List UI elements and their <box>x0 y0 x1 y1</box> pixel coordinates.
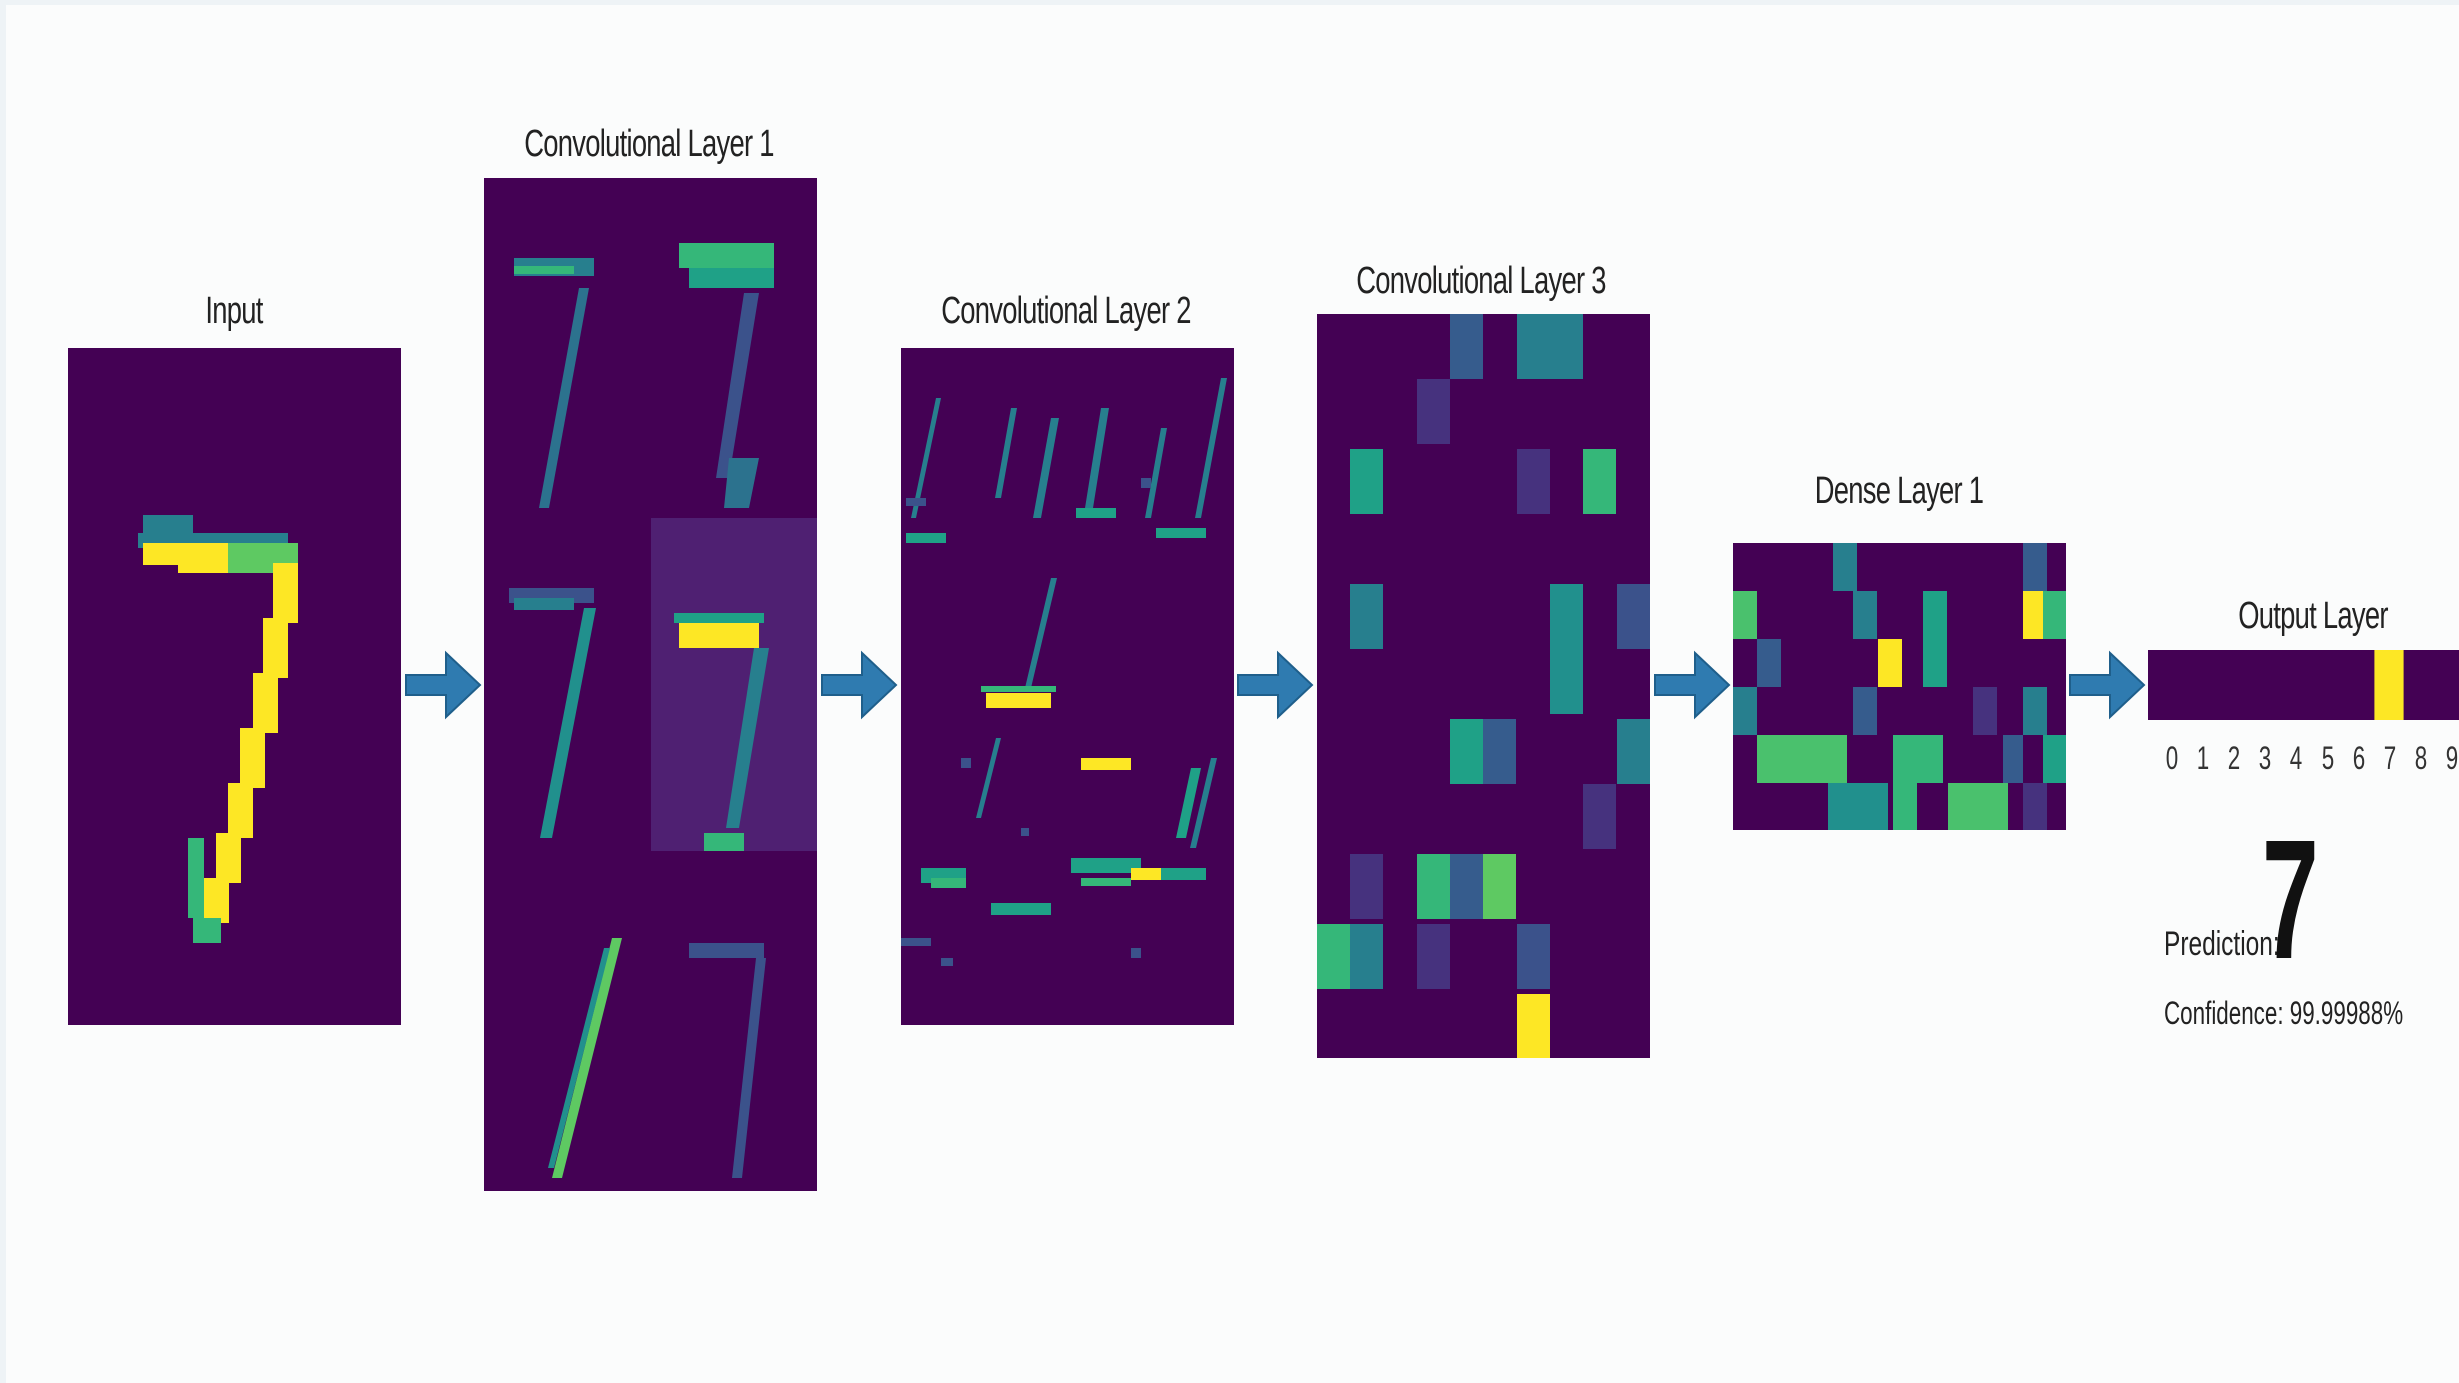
output-cell-7 <box>2374 650 2404 720</box>
arrow-1-icon <box>405 650 482 720</box>
arrow-3-icon <box>1237 650 1314 720</box>
output-tick-label: 8 <box>2414 740 2428 776</box>
output-tick-label: 7 <box>2383 740 2397 776</box>
output-activations-graphic <box>2374 650 2404 720</box>
conv2-title: Convolutional Layer 2 <box>941 290 1191 332</box>
conv2-feature-maps-graphic <box>901 378 1227 966</box>
output-tick-label: 3 <box>2258 740 2272 776</box>
conv1-title: Convolutional Layer 1 <box>524 123 774 165</box>
confidence-text: Confidence: 99.99988% <box>2164 995 2404 1031</box>
output-activations-strip <box>2148 650 2459 720</box>
conv1-feature-maps-panel <box>484 178 817 1191</box>
output-tick-label: 0 <box>2165 740 2178 776</box>
arrow-4-icon <box>1654 650 1731 720</box>
conv1-feature-maps-graphic <box>509 243 817 1178</box>
conv3-feature-maps-graphic <box>1317 314 1650 1058</box>
prediction-label: Prediction: <box>2164 925 2280 963</box>
input-title: Input <box>205 290 263 332</box>
dense1-activations-panel <box>1733 543 2066 830</box>
prediction-value: 7 <box>2262 805 2319 995</box>
output-tick-label: 1 <box>2196 740 2210 776</box>
input-digit-graphic <box>138 515 298 943</box>
conv3-title: Convolutional Layer 3 <box>1356 260 1606 302</box>
dense1-title: Dense Layer 1 <box>1814 470 1984 512</box>
output-title: Output Layer <box>2238 595 2388 637</box>
arrow-2-icon <box>821 650 898 720</box>
input-image-panel <box>68 348 401 1025</box>
output-tick-label: 2 <box>2227 740 2241 776</box>
conv2-feature-maps-panel <box>901 348 1234 1025</box>
dense1-activations-graphic <box>1733 543 2066 830</box>
conv3-feature-maps-panel <box>1317 314 1650 1058</box>
output-tick-label: 4 <box>2290 740 2303 776</box>
output-tick-label: 9 <box>2446 740 2459 776</box>
output-tick-label: 5 <box>2321 740 2334 776</box>
arrow-5-icon <box>2069 650 2146 720</box>
output-tick-label: 6 <box>2352 740 2366 776</box>
